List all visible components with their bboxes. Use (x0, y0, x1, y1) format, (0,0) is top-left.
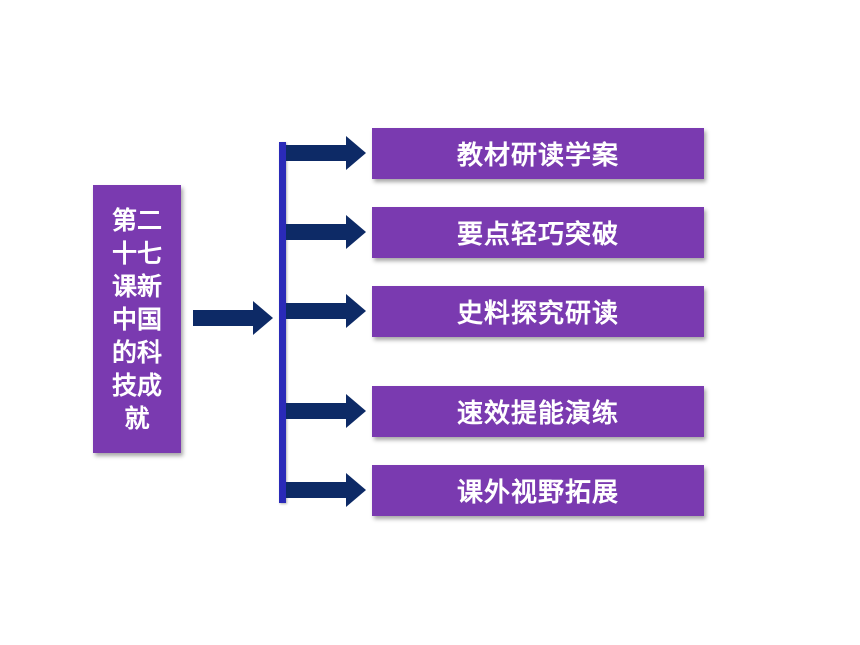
item-box-key-points[interactable]: 要点轻巧突破 (372, 207, 704, 258)
branch-arrow-4 (286, 394, 366, 428)
item-label: 史料探究研读 (456, 299, 619, 329)
item-label: 教材研读学案 (456, 141, 619, 171)
bracket-bar (279, 142, 286, 503)
lesson-title: 第二十七课新中国的科技成就 (111, 205, 162, 433)
main-arrow (193, 301, 273, 335)
item-label: 课外视野拓展 (456, 478, 619, 508)
branch-arrow-5 (286, 473, 366, 507)
branch-arrow-1 (286, 136, 366, 170)
item-label: 要点轻巧突破 (456, 220, 619, 250)
branch-arrow-3 (286, 294, 366, 328)
branch-arrow-2 (286, 215, 366, 249)
item-label: 速效提能演练 (456, 399, 619, 429)
item-box-extended-reading[interactable]: 课外视野拓展 (372, 465, 704, 516)
title-box[interactable]: 第二十七课新中国的科技成就 (93, 185, 181, 453)
item-box-practice[interactable]: 速效提能演练 (372, 386, 704, 437)
item-box-source-inquiry[interactable]: 史料探究研读 (372, 286, 704, 337)
item-box-textbook-study[interactable]: 教材研读学案 (372, 128, 704, 179)
